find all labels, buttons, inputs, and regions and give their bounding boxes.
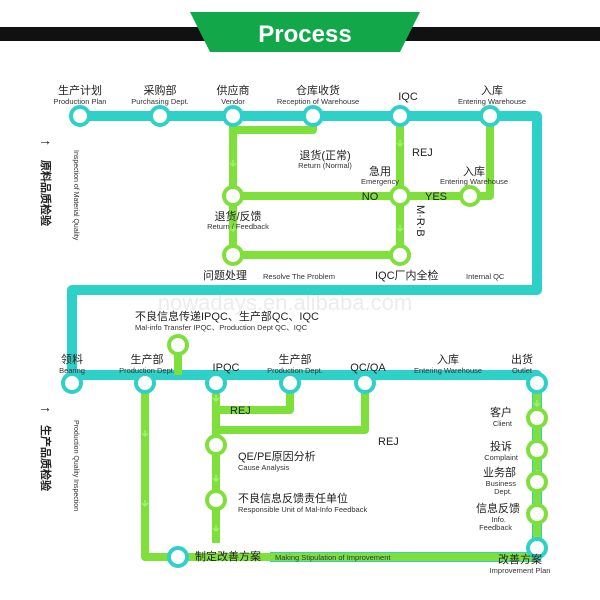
node-ipqc: [205, 372, 227, 394]
entering-bottom-cn: 入库: [437, 353, 459, 366]
production-dept-en: Production Dept.: [119, 366, 175, 375]
node-return-feedback: [222, 185, 244, 207]
responsible-cn: 不良信息反馈责任单位: [238, 491, 348, 505]
node-entering2: [459, 185, 481, 207]
complaint-en: Complaint: [484, 453, 519, 462]
node-reception: [302, 105, 324, 127]
reception-cn: 仓库收货: [296, 83, 340, 97]
node-bearing: [61, 372, 83, 394]
stipulation-cn: 制定改善方案: [195, 549, 261, 563]
business-cn: 业务部: [483, 465, 516, 479]
section-material-cn: 原料品质检验: [39, 160, 53, 227]
node-entering: [479, 105, 501, 127]
outlet-en: Outlet: [512, 366, 533, 375]
iqc-internal-en: Internal QC: [466, 272, 505, 281]
rej-bottom-1: REJ: [230, 405, 251, 417]
node-malinfo: [167, 334, 189, 356]
client-en: Client: [493, 419, 513, 428]
node-qcqa: [354, 372, 376, 394]
node-production-dept: [134, 372, 156, 394]
info-feedback-en1: Info.: [491, 515, 506, 524]
node-purchasing: [149, 105, 171, 127]
production-plan-en: Production Plan: [54, 97, 107, 106]
station-nodes: [61, 105, 548, 568]
emergency-en: Emergency: [361, 177, 399, 186]
cause-en: Cause Analysis: [238, 463, 290, 472]
stipulation-en: Making Stipulation of Improvement: [275, 553, 391, 562]
purchasing-en: Purchasing Dept.: [131, 97, 189, 106]
entering-bottom-en: Entering Warehouse: [414, 366, 482, 375]
business-en2: Dept.: [494, 487, 512, 496]
node-client: [526, 407, 548, 429]
return-normal-cn: 退货(正常): [299, 148, 350, 162]
production-dept2-cn: 生产部: [279, 352, 312, 366]
production-plan-cn: 生产计划: [58, 83, 102, 97]
node-improvement: [526, 537, 548, 559]
client-cn: 客户: [490, 405, 512, 419]
bearing-en: Bearing: [59, 366, 85, 375]
entering-en: Entering Warehouse: [458, 97, 526, 106]
production-dept2-en: Production Dept.: [267, 366, 323, 375]
info-feedback-cn: 信息反馈: [476, 501, 520, 515]
iqc-label: IQC: [398, 91, 418, 103]
production-dept-cn: 生产部: [131, 352, 164, 366]
section-material-en: Inspection of Material Quality: [72, 150, 79, 241]
vendor-en: Vendor: [221, 97, 245, 106]
mrb-label: M·R·B: [414, 205, 426, 237]
return-feedback-cn: 退货/反馈: [214, 209, 261, 223]
purchasing-cn: 采购部: [144, 83, 177, 97]
node-business: [526, 471, 548, 493]
problem-en: Resolve The Problem: [263, 272, 335, 281]
node-production-plan: [69, 105, 91, 127]
section-production: → 生产品质检验 Production Quality Inspection: [38, 399, 79, 511]
return-feedback-en: Return / Feedback: [207, 222, 269, 231]
node-complaint: [526, 439, 548, 461]
bearing-cn: 领料: [61, 352, 83, 366]
improvement-en: Improvement Plan: [490, 566, 551, 575]
rej-bottom-2: REJ: [378, 436, 399, 448]
entering2-cn: 入库: [463, 165, 485, 178]
node-responsible: [205, 489, 227, 511]
node-problem: [222, 244, 244, 266]
outlet-cn: 出货: [511, 352, 533, 366]
iqc-internal-cn: IQC厂内全检: [375, 268, 439, 282]
complaint-cn: 投诉: [490, 439, 512, 453]
node-emergency: [389, 185, 411, 207]
problem-cn: 问题处理: [203, 269, 247, 282]
info-feedback-en2: Feedback: [479, 523, 512, 532]
page-title: Process: [258, 21, 351, 48]
yes-label: YES: [425, 191, 447, 203]
no-label: NO: [362, 191, 379, 203]
node-iqc: [389, 105, 411, 127]
svg-text:→: →: [38, 132, 52, 148]
malinfo-en: Mal-info Transfer IPQC、Production Dept Q…: [135, 323, 308, 332]
node-stipulation: [167, 546, 189, 568]
cause-cn: QE/PE原因分析: [238, 449, 316, 463]
vendor-cn: 供应商: [217, 83, 250, 97]
emergency-cn: 急用: [369, 164, 391, 178]
section-production-en: Production Quality Inspection: [72, 420, 79, 511]
header-banner: [190, 12, 420, 52]
entering-cn: 入库: [481, 84, 503, 97]
reception-en: Reception of Warehouse: [277, 97, 359, 106]
ipqc-label: IPQC: [213, 362, 240, 374]
return-normal-en: Return (Normal): [298, 161, 352, 170]
node-cause: [205, 434, 227, 456]
section-production-cn: 生产品质检验: [39, 425, 53, 492]
node-info-feedback: [526, 503, 548, 525]
node-production-dept2: [279, 372, 301, 394]
improvement-cn: 改善方案: [498, 552, 542, 566]
node-vendor: [222, 105, 244, 127]
qcqa-label: QC/QA: [350, 362, 386, 374]
svg-text:→: →: [38, 399, 52, 415]
section-material: → 原料品质检验 Inspection of Material Quality: [38, 132, 79, 241]
entering2-en: Entering Warehouse: [440, 177, 508, 186]
node-outlet: [526, 372, 548, 394]
rej-top: REJ: [412, 147, 433, 159]
responsible-en: Responsible Unit of Mal-Info Feedback: [238, 505, 367, 514]
node-iqc-internal: [389, 244, 411, 266]
business-en1: Business: [486, 479, 517, 488]
malinfo-cn: 不良信息传递IPQC、生产部QC、IQC: [135, 309, 319, 323]
